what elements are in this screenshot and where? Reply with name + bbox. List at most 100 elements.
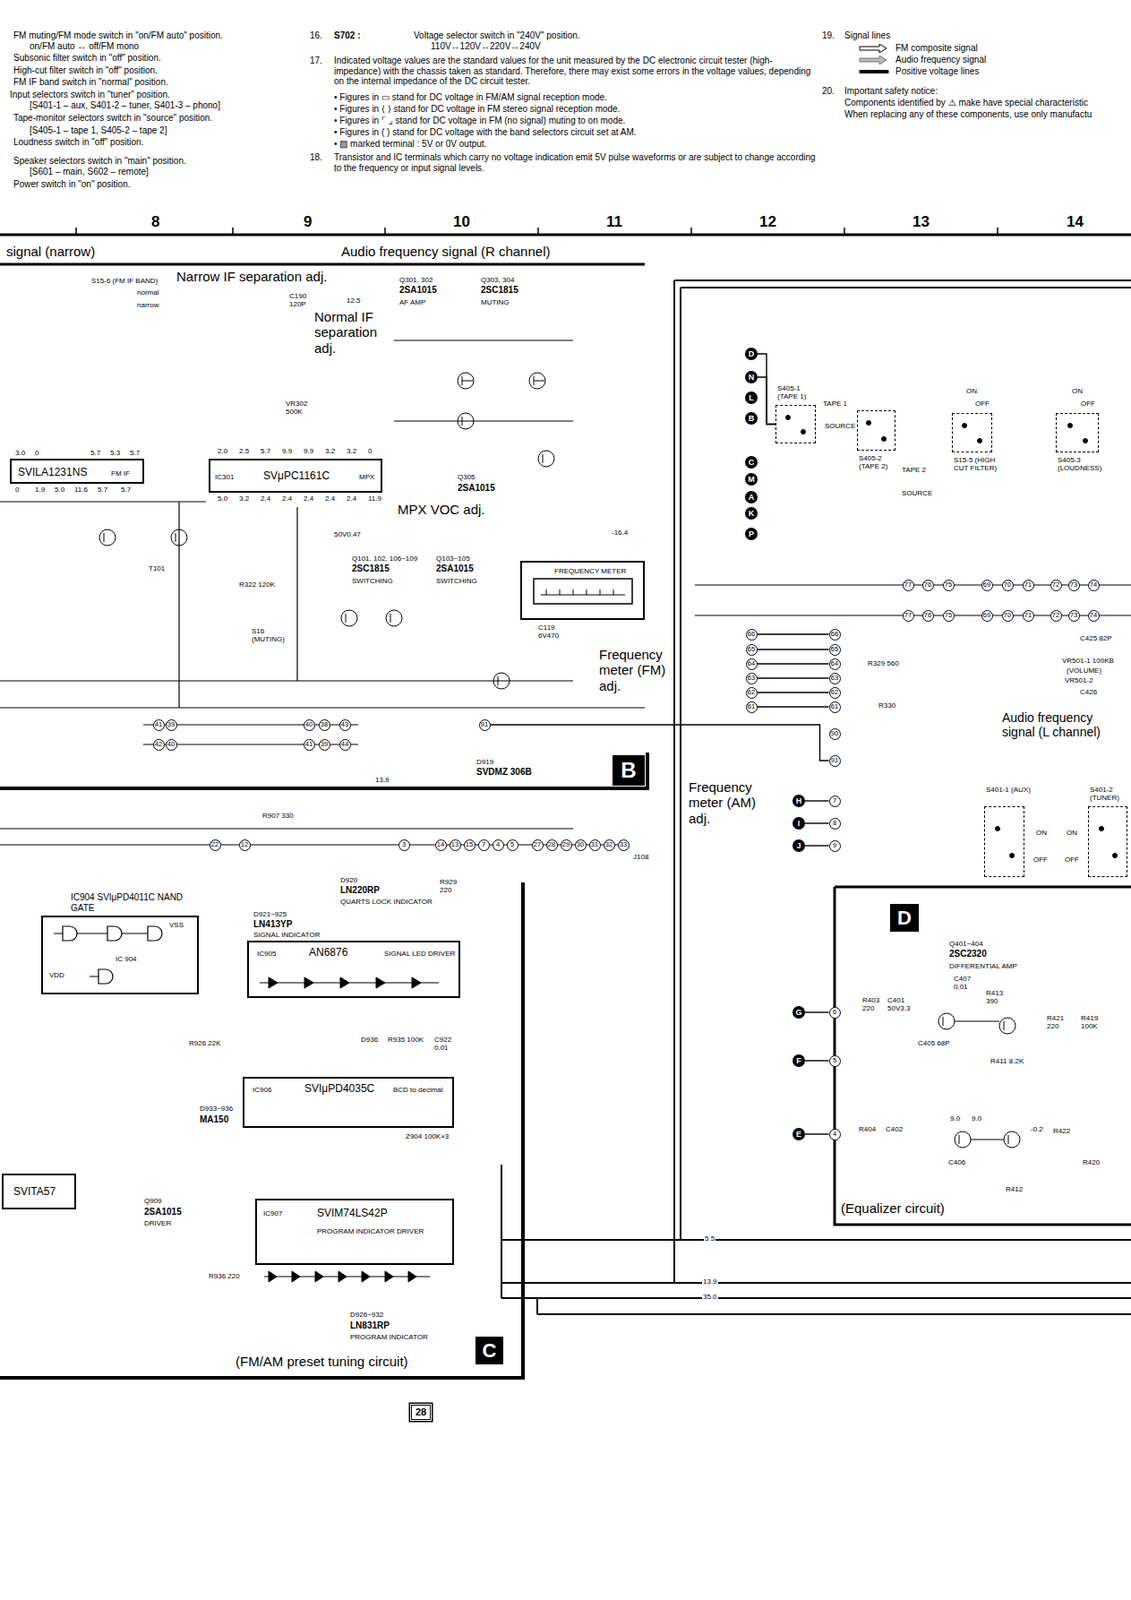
- connector-pin: 39: [165, 719, 178, 731]
- part-label: R330: [877, 701, 897, 710]
- connector-pin: 14: [435, 839, 447, 851]
- led-symbol: [268, 1270, 417, 1282]
- connector-pin: 65: [829, 643, 841, 656]
- part-label: ON: [1065, 828, 1079, 837]
- part-label: R421 220: [1045, 1013, 1068, 1030]
- connector-pin: 29: [560, 839, 573, 851]
- node-text: 74: [1089, 581, 1097, 589]
- node-text: N: [748, 373, 755, 382]
- wire-connector: [490, 724, 830, 761]
- part-label: 11.9: [367, 494, 383, 503]
- part-label: -16.4: [610, 528, 629, 537]
- part-label: 9.9: [281, 446, 293, 455]
- connector-pin: 40: [165, 738, 178, 751]
- node-text: 69: [983, 611, 991, 619]
- note-text: Tape-monitor selectors switch in "source…: [12, 112, 214, 124]
- terminal-letter: F: [792, 1053, 806, 1067]
- node-text: 65: [747, 645, 755, 653]
- note-text: • Figures in ⟨ ⟩ stand for DC voltage in…: [333, 103, 621, 115]
- part-label: D919: [475, 757, 495, 766]
- wire-connector: [805, 822, 830, 823]
- node-text: FM IF: [110, 469, 131, 478]
- terminal-letter: L: [745, 391, 758, 404]
- node-text: L: [748, 394, 754, 403]
- section-heading: Frequency meter (AM) adj.: [687, 779, 769, 826]
- switch-box: S15-5 (HIGH CUT FILTER): [951, 412, 993, 453]
- connector-pin: 91: [479, 719, 491, 731]
- legend-sample: [857, 55, 891, 65]
- node-text: 30: [576, 840, 584, 849]
- note-text: Voltage selector switch in "240V" positi…: [412, 30, 582, 42]
- legend-text: Positive voltage lines: [895, 66, 979, 77]
- wire-connector: [805, 799, 830, 801]
- node-text: 12: [240, 840, 249, 849]
- connector-pin: 70: [1002, 579, 1014, 592]
- node-text: MPX: [358, 472, 376, 481]
- section-marker: D: [890, 903, 919, 932]
- legend-text: FM composite signal: [895, 42, 978, 53]
- wire-connector: [757, 705, 830, 707]
- part-label: 5.7: [259, 446, 272, 455]
- node-text: A: [748, 493, 755, 502]
- section-heading: signal (narrow): [5, 243, 96, 259]
- node-text: SVIμPD4035C: [303, 1082, 376, 1096]
- terminal-letter: B: [745, 411, 758, 425]
- connector-pin: 39: [318, 738, 331, 751]
- connector-pin: 7: [829, 795, 841, 807]
- part-label: C190 120P: [288, 291, 310, 309]
- node-text: SVIM74LS42P: [316, 1207, 389, 1220]
- connector-pin: 76: [922, 609, 934, 622]
- part-label: C426: [1079, 687, 1098, 696]
- note-text: Indicated voltage values are the standar…: [333, 55, 819, 87]
- note-text: Input selectors switch in "tuner" positi…: [8, 89, 172, 101]
- legend-entry: Positive voltage lines: [857, 66, 979, 77]
- switch-contact: [1113, 853, 1118, 858]
- ic-package: IC907SVIM74LS42PPROGRAM INDICATOR DRIVER: [255, 1198, 455, 1265]
- connector-pin: 75: [942, 579, 955, 592]
- node-text: SVμPC1161C: [262, 470, 331, 483]
- connector-pin: 71: [1022, 579, 1035, 592]
- transistor-symbol: [457, 412, 474, 429]
- connector-pin: 4: [492, 839, 505, 851]
- node-text: 32: [605, 840, 613, 849]
- switch-contact: [1010, 853, 1015, 858]
- part-label: OFF: [1063, 855, 1080, 864]
- part-label: 5.7: [119, 485, 132, 494]
- note-text: • Figures in ( ) stand for DC voltage wi…: [333, 127, 638, 138]
- node-text: G: [795, 1008, 802, 1017]
- node-text: 76: [924, 611, 932, 619]
- connector-pin: 73: [1068, 609, 1080, 622]
- part-label: C119 6V470: [537, 623, 566, 640]
- part-number: 2SA1015: [435, 563, 475, 575]
- connector-pin: 90: [829, 728, 841, 740]
- part-label: Q101, 102, 106~109: [351, 554, 419, 563]
- connector-pin: 38: [318, 719, 331, 731]
- part-label: R419 100K: [1079, 1013, 1106, 1030]
- part-label: R422: [1052, 1126, 1072, 1135]
- ic-package: IC301SVμPC1161CMPX: [208, 458, 383, 493]
- terminal-letter: K: [745, 506, 758, 520]
- node-text: 66: [747, 630, 755, 638]
- connector-pin: 77: [902, 579, 915, 592]
- part-label: ON: [1035, 828, 1048, 837]
- node-text: 28: [548, 840, 556, 849]
- note-text: 18.: [308, 152, 324, 163]
- transistor-symbol: [938, 1012, 955, 1029]
- node-text: VDD: [48, 970, 66, 979]
- part-label: R403 220: [861, 995, 883, 1012]
- part-label: VR501-2: [1063, 676, 1095, 685]
- grid-number: 13: [911, 213, 931, 232]
- note-text: Important safety notice:: [843, 85, 939, 97]
- grid-rule: [0, 233, 1131, 237]
- node-text: 41: [154, 720, 163, 729]
- connector-pin: 41: [153, 719, 165, 731]
- part-label: OFF: [1079, 399, 1097, 408]
- part-number: 2SC1815: [351, 563, 391, 575]
- transistor-symbol: [493, 672, 510, 689]
- part-label: Q909: [143, 1196, 163, 1205]
- switch-contact: [882, 436, 887, 442]
- legend-sample: [857, 67, 891, 77]
- node-text: 27: [533, 840, 541, 849]
- connector-pin: 63: [745, 672, 758, 685]
